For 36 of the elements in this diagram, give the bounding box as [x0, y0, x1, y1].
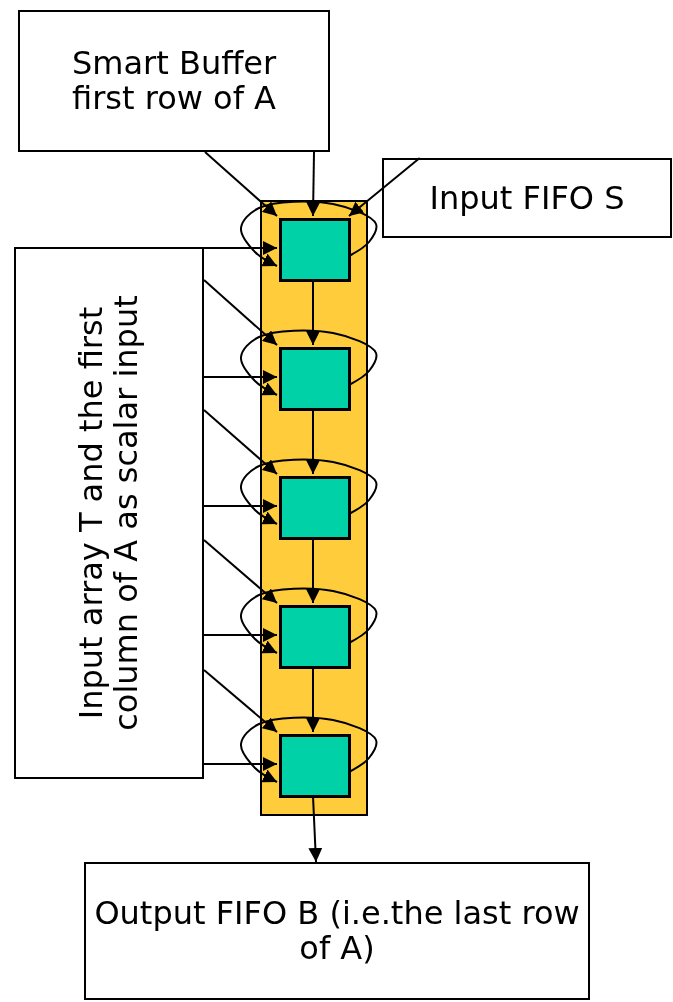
arrow: [306, 279, 320, 346]
arrow: [203, 279, 278, 346]
arrow: [306, 408, 320, 475]
loop-arrow: [240, 200, 378, 267]
processing-element-box: [279, 218, 351, 282]
arrow: [348, 157, 421, 217]
arrow: [203, 669, 278, 733]
arrow: [203, 757, 278, 771]
arrow: [204, 151, 278, 217]
loop-arrow: [240, 329, 378, 396]
processing-element-box: [279, 476, 351, 540]
arrow: [203, 409, 278, 475]
loop-arrow: [240, 716, 378, 783]
node-label: Smart Buffer first row of A: [70, 46, 278, 116]
arrow: [203, 628, 278, 642]
arrow: [203, 241, 278, 255]
processing-element-box: [279, 734, 351, 798]
processing-element-box: [279, 347, 351, 411]
text-box: [84, 862, 590, 1000]
node-label: Input FIFO S: [429, 180, 625, 216]
processing-element-box: [279, 605, 351, 669]
arrow: [203, 499, 278, 513]
text-box: [14, 247, 204, 779]
arrow: [308, 795, 323, 863]
node-label: Output FIFO B (i.e.the last row of A): [93, 896, 581, 966]
pipeline-band: [260, 200, 368, 816]
node-label: Input array T and the first column of A as scalar input: [74, 294, 144, 733]
arrow: [203, 370, 278, 384]
arrow: [306, 151, 321, 217]
arrow: [306, 537, 320, 604]
loop-arrow: [240, 587, 378, 654]
arrow: [203, 539, 278, 604]
loop-arrow: [240, 458, 378, 525]
text-box: [382, 158, 672, 238]
text-box: [18, 10, 330, 152]
arrow: [306, 666, 320, 733]
